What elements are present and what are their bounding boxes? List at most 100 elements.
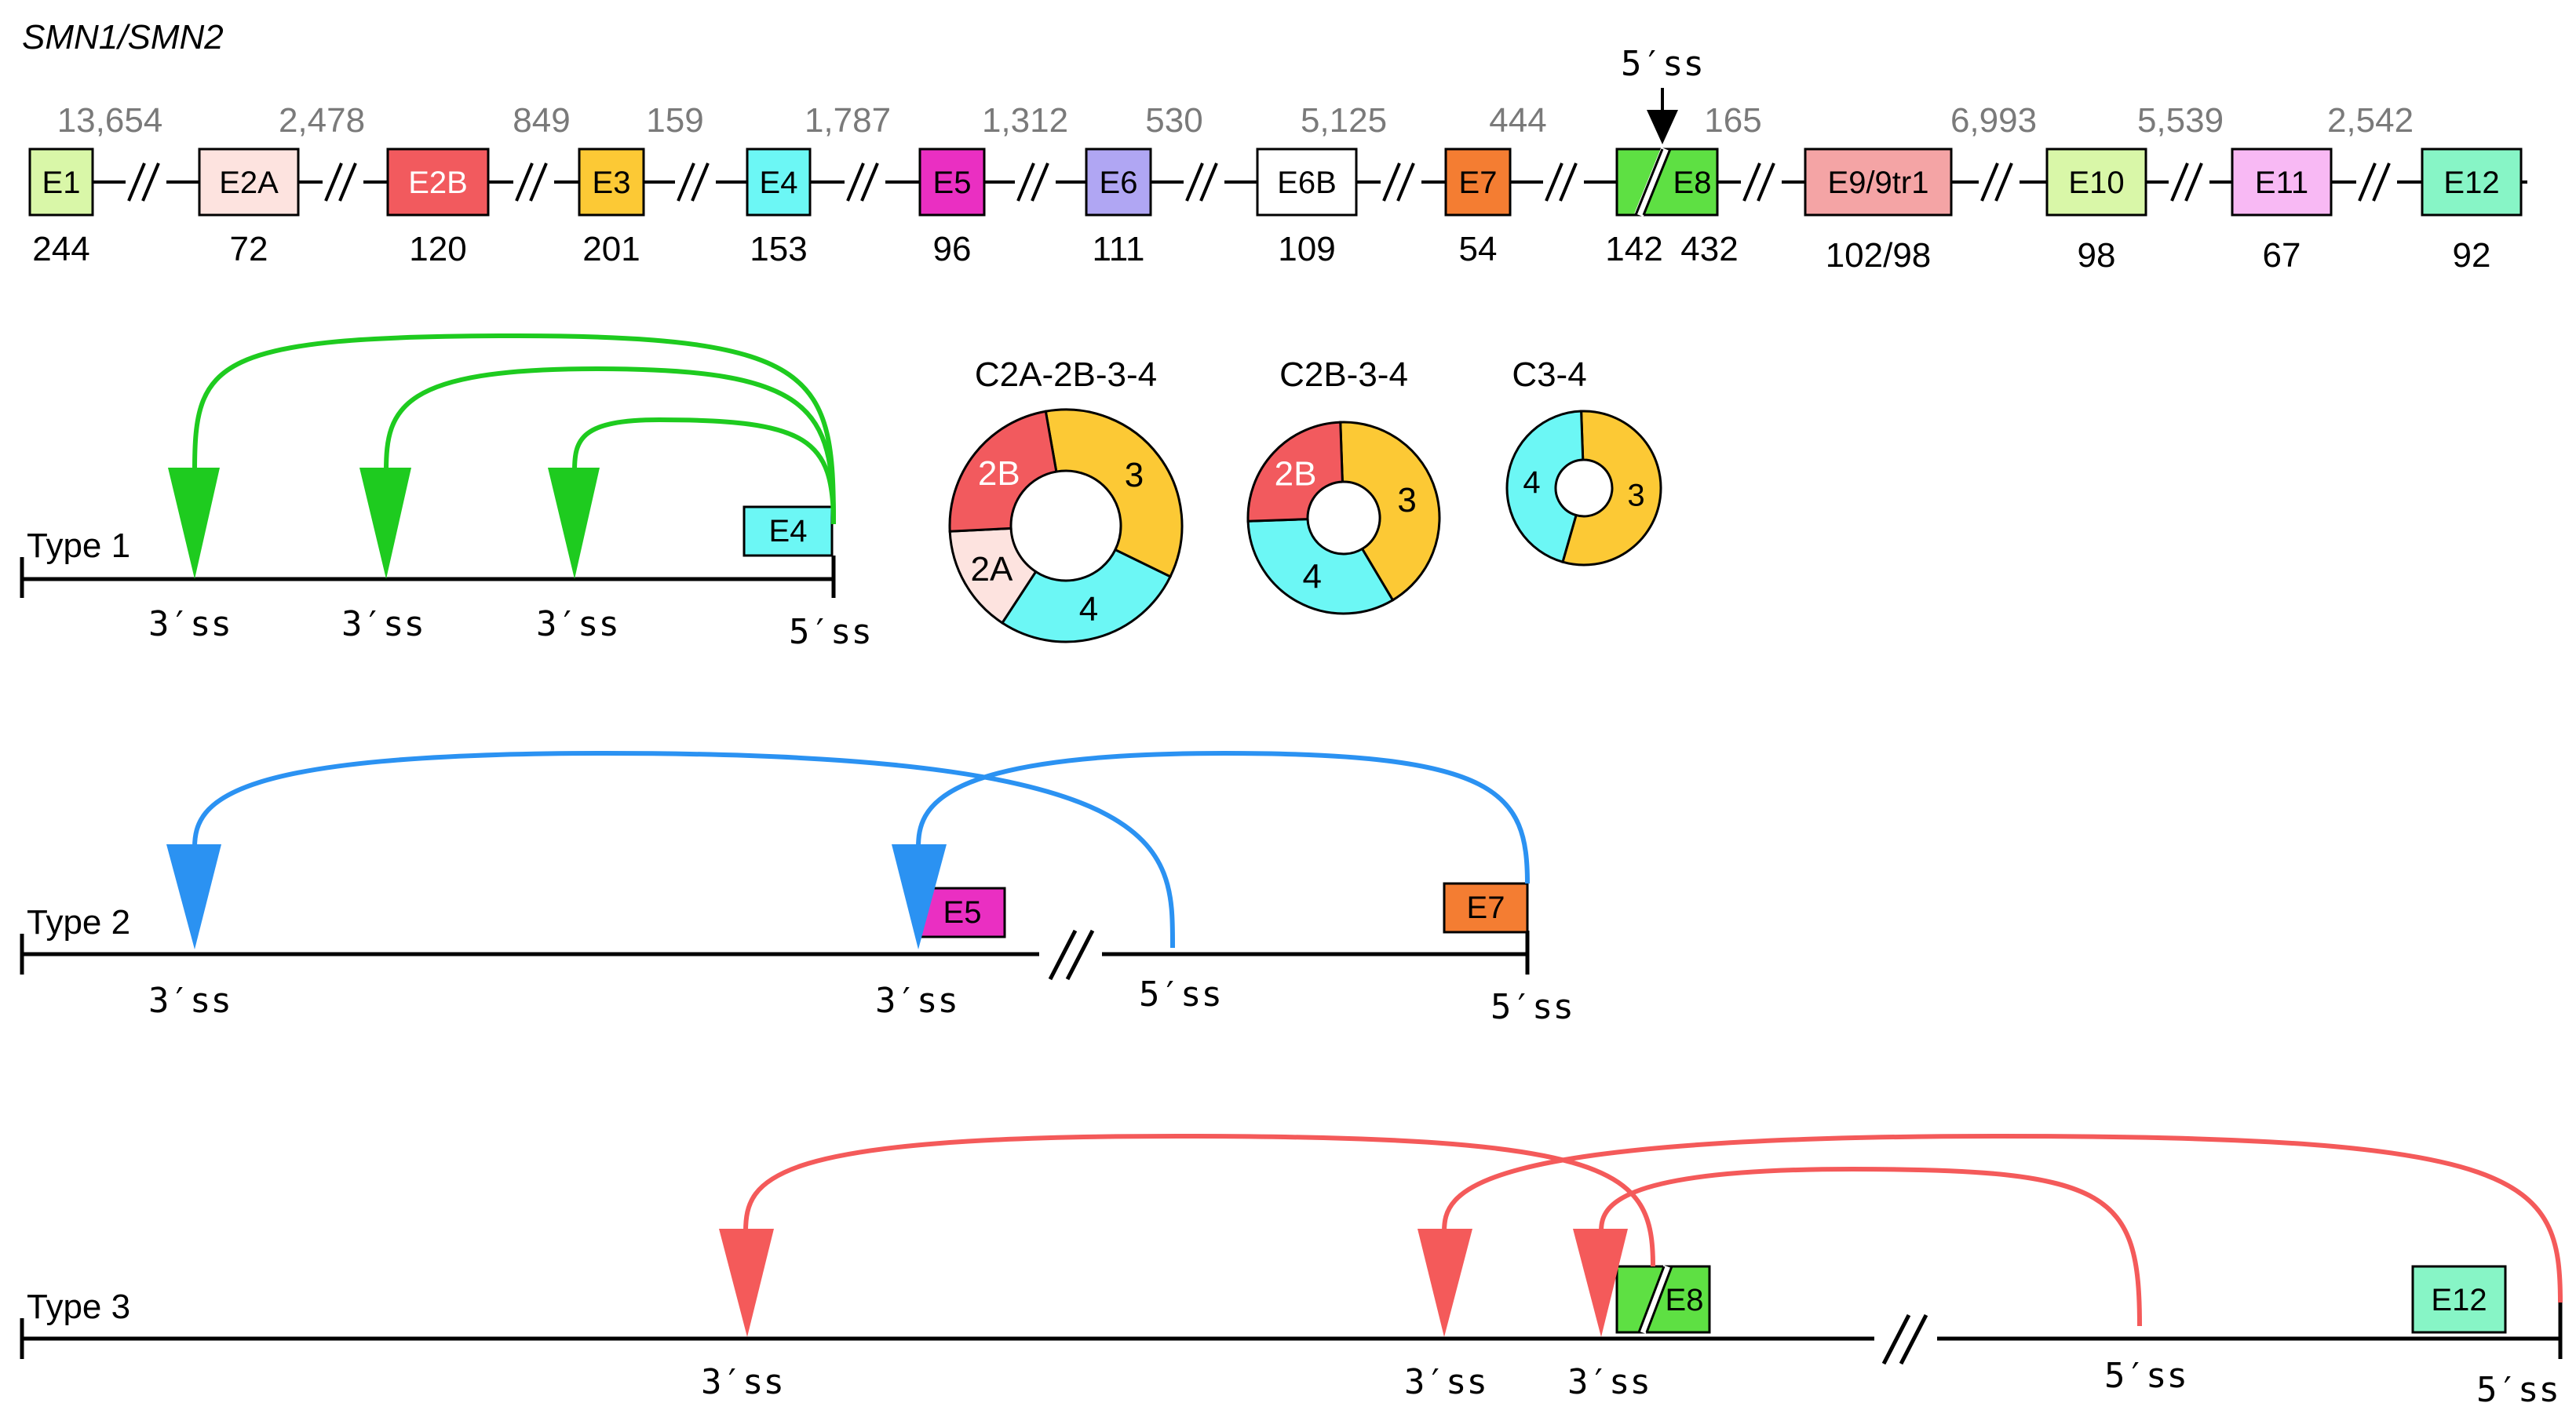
intron-4-length: 159 [646, 101, 703, 140]
intron-4-break-1 [677, 162, 695, 202]
type-3-break-gap [1874, 1326, 1937, 1351]
circle-c2a-2b-3-4-segment-2b [948, 410, 1058, 533]
intron-2-length: 2,478 [279, 101, 365, 140]
type-1-arc-middle [384, 366, 836, 525]
type-1-arc-inner [572, 417, 836, 525]
exon-e6-box [1085, 148, 1152, 217]
intron-9-break-1 [1545, 162, 1563, 202]
type-1-exon-e4 [743, 505, 834, 557]
exon-e6b-box [1256, 148, 1358, 217]
circle-c2b-3-4-segment-2b [1246, 421, 1344, 523]
exon-e10-label: E10 [2068, 166, 2124, 200]
circle-c3-4-segment-4 [1505, 410, 1585, 564]
intron-13-gap [2356, 173, 2397, 191]
type-1-label: Type 1 [27, 526, 130, 565]
intron-12-gap [2169, 173, 2209, 191]
exon-e4-box [746, 148, 812, 217]
type-2-arrowhead-2 [892, 844, 947, 949]
exon-e11-label: E11 [2255, 166, 2308, 200]
intron-1-break-1 [127, 162, 146, 202]
type-3-5ss-1: 5′ss [2104, 1356, 2187, 1396]
type-2-5ss-2: 5′ss [1491, 987, 1574, 1027]
type-3-arc-1 [743, 1133, 1655, 1267]
type-3-exon-e12 [2411, 1265, 2507, 1334]
exon-e5-label: E5 [933, 166, 972, 200]
intron-1-length: 13,654 [57, 101, 163, 140]
type-1-arrowhead-3 [548, 468, 600, 579]
intron-11-length: 6,993 [1950, 101, 2037, 140]
circle-c2b-3-4-segment-3 [1339, 421, 1441, 602]
circle-c2a-2b-3-4-label-2a: 2A [970, 550, 1013, 588]
circle-c3-4-label-4: 4 [1523, 465, 1540, 500]
type-3-3ss-2: 3′ss [1404, 1362, 1487, 1402]
exon-e1-label: E1 [42, 166, 81, 200]
intron-11-gap [1979, 173, 2020, 191]
exon-e6-length: 111 [1093, 230, 1145, 268]
type-3-arc-3 [1599, 1166, 2142, 1327]
intron-10-length: 165 [1704, 101, 1761, 140]
exon-e6b-label: E6B [1277, 166, 1337, 200]
exon-e6-label: E6 [1100, 166, 1138, 200]
type-1-5ss: 5′ss [789, 612, 872, 652]
exon-e2a-label: E2A [219, 166, 279, 200]
e8-5ss-label: 5′ss [1621, 44, 1704, 84]
intron-2-break-2 [338, 162, 357, 202]
circle-c2a-2b-3-4-title: C2A-2B-3-4 [975, 355, 1157, 394]
exon-e11-length: 67 [2263, 236, 2301, 275]
intron-7-break-1 [1185, 162, 1204, 202]
intron-7-break-2 [1199, 162, 1218, 202]
circle-c2b-3-4-label-4: 4 [1303, 558, 1322, 596]
intron-6-length: 1,312 [982, 101, 1068, 140]
exon-e2a-box [198, 148, 300, 217]
intron-2-gap [323, 173, 363, 191]
exon-e8-split-gap [1634, 147, 1670, 217]
intron-4-gap [675, 173, 716, 191]
intron-6-break-1 [1016, 162, 1035, 202]
type-3-row: Type 3 E8 E12 3′ss 3′ss 3′ss 5′ [20, 1133, 2563, 1410]
exon-e8-split-line-2 [1642, 148, 1672, 216]
type-3-3ss-3: 3′ss [1567, 1362, 1651, 1402]
intron-5-break-1 [846, 162, 865, 202]
type-2-row: Type 2 E5 E7 3′ss 3′ss 5′ss 5′ss [20, 750, 1574, 1027]
type-1-3ss-1: 3′ss [148, 604, 232, 644]
type-3-arrowhead-1 [719, 1229, 774, 1337]
exon-e10-length: 98 [2078, 236, 2116, 275]
type-3-exon-e8-split-2 [1645, 1266, 1673, 1333]
intron-1-break-2 [141, 162, 160, 202]
exon-e6b-length: 109 [1278, 230, 1335, 268]
intron-8-gap [1381, 173, 1421, 191]
circle-c2b-3-4-title: C2B-3-4 [1279, 355, 1408, 394]
type-3-arc-2 [1442, 1133, 2563, 1303]
type-2-break-mark-2 [1065, 929, 1095, 981]
intron-5-break-2 [860, 162, 879, 202]
type-1-3ss-2: 3′ss [341, 604, 425, 644]
exon-e9-length: 102/98 [1826, 236, 1932, 275]
exon-e8-length-b: 432 [1680, 230, 1738, 268]
type-1-exon-e4-label: E4 [769, 514, 808, 548]
type-2-break-mark-1 [1048, 929, 1078, 981]
type-2-3ss-1: 3′ss [148, 981, 232, 1021]
exon-e9-box [1804, 148, 1953, 217]
circle-c3-4-segment-3 [1561, 410, 1662, 567]
intron-10-break-1 [1742, 162, 1761, 202]
intron-10-break-2 [1757, 162, 1775, 202]
type-2-label: Type 2 [27, 903, 130, 942]
intron-7-length: 530 [1145, 101, 1202, 140]
type-2-exon-e5 [918, 887, 1006, 938]
exon-e2b-box [386, 148, 490, 217]
intron-11-break-1 [1980, 162, 1999, 202]
type-2-break-gap [1039, 942, 1102, 967]
type-1-3ss-3: 3′ss [536, 604, 619, 644]
exon-e2a-length: 72 [230, 230, 268, 268]
intron-6-break-2 [1031, 162, 1049, 202]
exon-e2b-label: E2B [408, 166, 468, 200]
intron-12-break-1 [2170, 162, 2189, 202]
circle-c2b-3-4-segment-4 [1246, 518, 1395, 615]
exon-e8-box [1615, 148, 1719, 217]
intron-5-gap [845, 173, 885, 191]
